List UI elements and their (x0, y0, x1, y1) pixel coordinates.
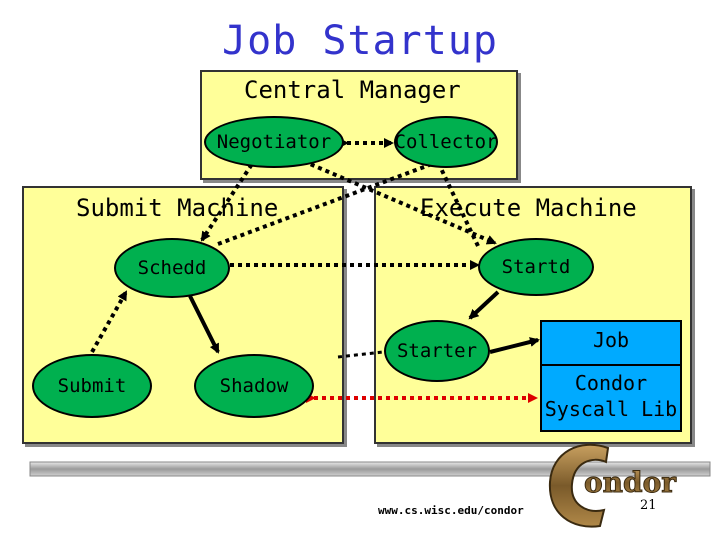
syscall-lib-line2: Syscall Lib (544, 397, 678, 421)
syscall-lib-box: Condor Syscall Lib (540, 364, 682, 432)
submit-schedd-link (90, 290, 128, 353)
submit-node: Submit (32, 354, 152, 418)
starter-job-link (489, 337, 540, 354)
startd-node: Startd (478, 238, 594, 296)
startd-starter-link (468, 290, 500, 320)
slide-title: Job Startup (222, 18, 498, 64)
execute-machine-label: Execute Machine (420, 194, 637, 222)
collector-node: Collector (394, 116, 498, 168)
syscall-lib-line1: Condor (574, 371, 648, 395)
negotiator-schedd-link (200, 148, 265, 242)
schedd-node: Schedd (114, 238, 230, 298)
central-manager-label: Central Manager (244, 76, 461, 104)
schedd-shadow-link (188, 295, 220, 354)
footer-bar (29, 461, 711, 477)
svg-text:ondor: ondor (584, 466, 677, 499)
page-number: 21 (640, 498, 657, 513)
negotiator-node: Negotiator (204, 116, 344, 168)
startd-collector-link (434, 156, 480, 247)
shadow-node: Shadow (194, 354, 314, 418)
job-title: Job (592, 328, 630, 352)
starter-node: Starter (384, 320, 490, 382)
footer-url[interactable]: www.cs.wisc.edu/condor (378, 504, 524, 517)
condor-logo-icon: ondor (548, 443, 678, 528)
